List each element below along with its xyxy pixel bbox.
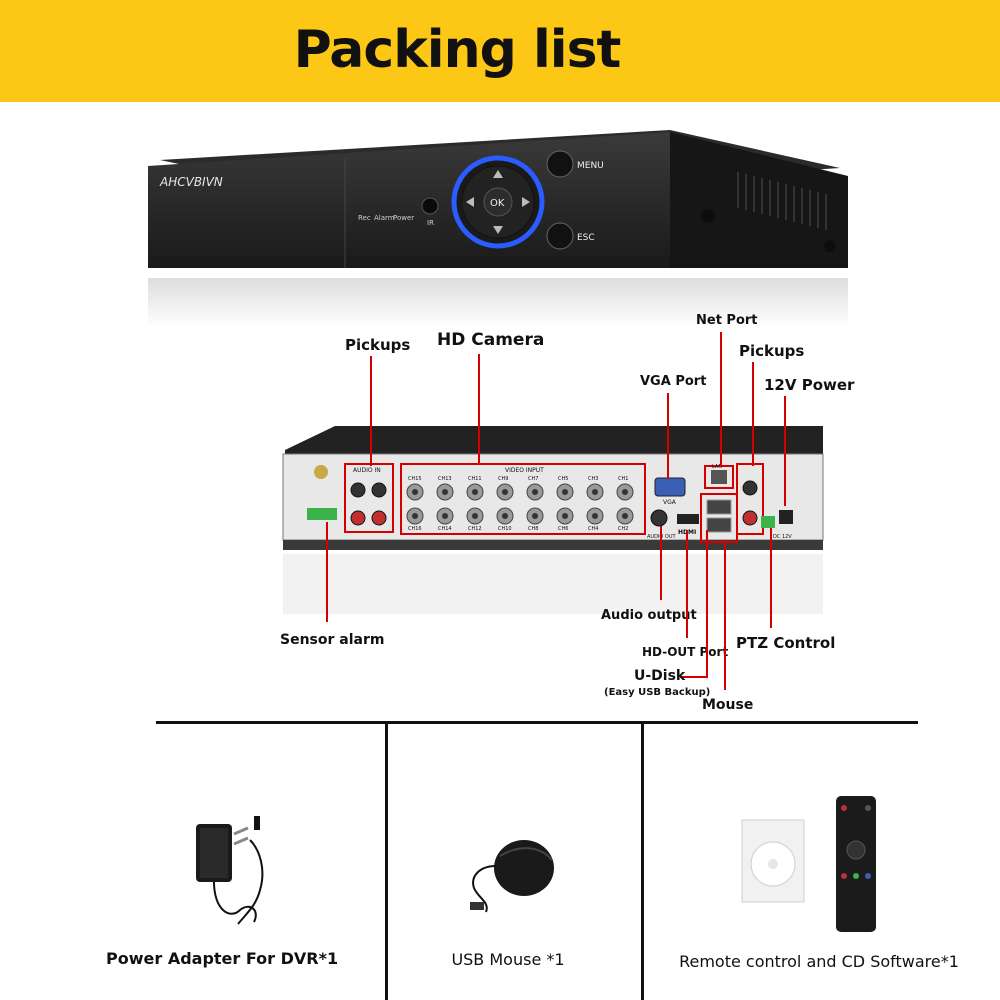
label-ptz-control: PTZ Control <box>736 634 836 652</box>
svg-text:AUDIO IN: AUDIO IN <box>353 467 381 474</box>
channel-label: CH8 <box>528 526 538 532</box>
line-sensor-alarm <box>326 522 328 622</box>
header-banner: Packing list <box>0 0 1000 102</box>
channel-label: CH14 <box>438 526 452 532</box>
usb-port-2 <box>706 517 732 533</box>
label-12v-power: 12V Power <box>764 376 855 394</box>
remote-control-icon <box>836 796 876 932</box>
dvr-front-image: AHCVBIVN Rec Alarm Power IR OK MENU ESC <box>148 130 848 328</box>
label-pickups-left: Pickups <box>345 336 411 354</box>
dc-power-jack <box>779 510 793 524</box>
lan-port <box>711 470 727 484</box>
page-title: Packing list <box>293 20 622 80</box>
channel-label: CH5 <box>558 476 568 482</box>
channel-label: CH1 <box>618 476 628 482</box>
label-hd-out-port: HD-OUT Port <box>642 645 729 659</box>
ok-label: OK <box>490 198 505 209</box>
caption-power-adapter: Power Adapter For DVR*1 <box>106 949 339 968</box>
label-audio-output: Audio output <box>601 608 697 623</box>
line-mouse <box>724 540 726 690</box>
channel-label: CH4 <box>588 526 598 532</box>
channel-label: CH12 <box>468 526 482 532</box>
bnc-ports-bottom: CH16 CH14 CH12 CH10 CH8 CH6 CH4 CH2 <box>406 507 634 532</box>
channel-label: CH7 <box>528 476 538 482</box>
hdmi-port <box>677 514 699 524</box>
usb-port-1 <box>706 499 732 515</box>
label-pickups-right: Pickups <box>739 342 805 360</box>
caption-usb-mouse: USB Mouse *1 <box>451 950 565 969</box>
svg-text:IR: IR <box>427 219 434 227</box>
label-u-disk-note: (Easy USB Backup) <box>604 687 711 698</box>
label-mouse: Mouse <box>702 697 754 713</box>
label-vga-port: VGA Port <box>640 374 707 389</box>
ir-sensor-icon <box>421 197 439 215</box>
remote-cd-image <box>741 796 876 932</box>
brand-logo: AHCVBIVN <box>159 175 223 189</box>
arrow-up-icon <box>493 170 503 178</box>
label-hd-camera: HD Camera <box>437 330 545 350</box>
line-pickups-left <box>370 356 372 466</box>
svg-text:Alarm: Alarm <box>374 214 395 222</box>
svg-text:MENU: MENU <box>577 161 604 171</box>
label-net-port: Net Port <box>696 313 758 328</box>
line-u-disk-h <box>680 676 707 678</box>
channel-label: CH6 <box>558 526 568 532</box>
svg-text:VGA: VGA <box>663 499 677 506</box>
svg-text:Rec: Rec <box>358 214 371 222</box>
audio-out-port <box>650 509 668 527</box>
power-adapter-image <box>196 816 264 925</box>
svg-text:LAN: LAN <box>712 464 722 470</box>
line-hd-out <box>686 530 688 638</box>
line-vga-port <box>667 393 669 479</box>
vga-port <box>654 477 686 497</box>
arrow-right-icon <box>522 197 530 207</box>
channel-label: CH3 <box>588 476 598 482</box>
channel-label: CH16 <box>408 526 422 532</box>
channel-label: CH2 <box>618 526 628 532</box>
channel-label: CH9 <box>498 476 508 482</box>
caption-remote-cd: Remote control and CD Software*1 <box>679 952 959 971</box>
line-u-disk <box>706 530 708 678</box>
svg-text:VIDEO INPUT: VIDEO INPUT <box>505 467 544 474</box>
svg-text:Power: Power <box>393 214 414 222</box>
channel-label: CH13 <box>438 476 452 482</box>
line-12v-power <box>784 396 786 506</box>
channel-label: CH11 <box>468 476 482 482</box>
usb-mouse-image <box>470 840 554 913</box>
vertical-divider-2 <box>641 722 644 1000</box>
ptz-terminal <box>761 516 775 528</box>
line-pickups-right <box>752 362 754 466</box>
channel-label: CH10 <box>498 526 512 532</box>
line-ptz <box>770 528 772 628</box>
arrow-left-icon <box>466 197 474 207</box>
line-net-port <box>720 332 722 467</box>
label-u-disk: U-Disk <box>634 668 686 684</box>
label-sensor-alarm: Sensor alarm <box>280 632 385 648</box>
svg-text:DC 12V: DC 12V <box>773 534 792 540</box>
vertical-divider-1 <box>385 722 388 1000</box>
channel-label: CH15 <box>408 476 422 482</box>
horizontal-divider <box>156 721 918 724</box>
arrow-down-icon <box>493 226 503 234</box>
line-hd-camera <box>478 354 480 464</box>
svg-text:ESC: ESC <box>577 233 595 243</box>
line-audio-output <box>660 526 662 600</box>
bnc-ports-top: CH15 CH13 CH11 CH9 CH7 CH5 CH3 CH1 <box>406 476 634 501</box>
